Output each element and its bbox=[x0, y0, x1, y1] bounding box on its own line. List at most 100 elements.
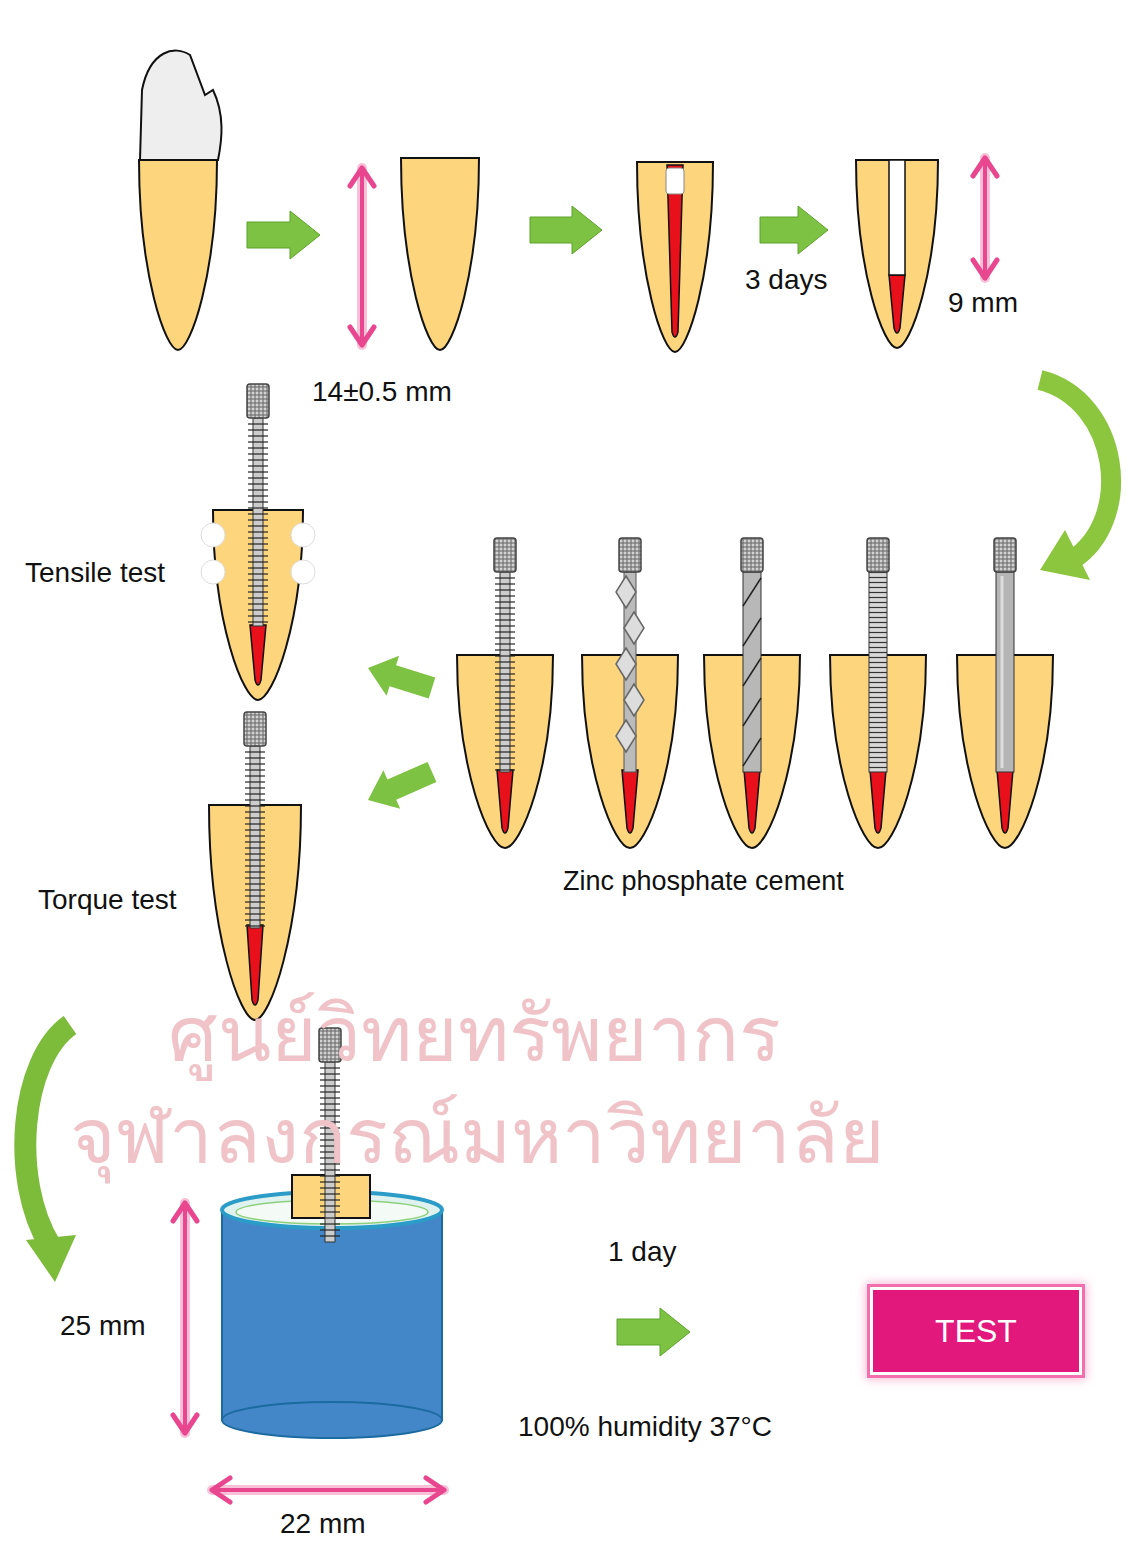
post-thread bbox=[248, 441, 268, 442]
post-thread bbox=[248, 567, 268, 568]
result-box: TEST bbox=[870, 1287, 1082, 1375]
annotation-label: 22 mm bbox=[280, 1508, 366, 1540]
post-thread bbox=[495, 643, 515, 644]
post-thread bbox=[245, 757, 265, 758]
curved-flow-arrowhead bbox=[26, 1235, 76, 1282]
process-arrow bbox=[362, 648, 439, 708]
root-filling bbox=[250, 625, 266, 685]
post-thread bbox=[248, 543, 268, 544]
post-thread bbox=[245, 805, 265, 806]
post-thread bbox=[245, 919, 265, 920]
annotation-label: 3 days bbox=[745, 264, 828, 296]
dimension-glow bbox=[357, 168, 367, 345]
post-thread bbox=[320, 1181, 340, 1182]
post-thread bbox=[245, 817, 265, 818]
post-thread bbox=[495, 583, 515, 584]
dimension-arrowhead bbox=[973, 260, 997, 278]
root-filling bbox=[997, 770, 1013, 833]
temporary-filling bbox=[666, 168, 684, 194]
post-thread bbox=[245, 853, 265, 854]
post-thread bbox=[495, 727, 515, 728]
post-thread bbox=[495, 667, 515, 668]
post-thread bbox=[495, 577, 515, 578]
post-thread bbox=[495, 631, 515, 632]
annotation-label: Tensile test bbox=[25, 557, 165, 589]
post-thread bbox=[248, 615, 268, 616]
root-filling bbox=[889, 275, 905, 333]
post-groove bbox=[743, 578, 761, 606]
dimension-line bbox=[360, 168, 364, 345]
serrated-post bbox=[869, 572, 887, 772]
post-thread bbox=[495, 733, 515, 734]
post-thread bbox=[248, 609, 268, 610]
root-filling bbox=[622, 770, 638, 833]
process-arrow bbox=[617, 1308, 690, 1356]
post-thread bbox=[248, 573, 268, 574]
post-thread bbox=[245, 781, 265, 782]
dimension-glow bbox=[180, 1203, 190, 1433]
post-thread bbox=[245, 883, 265, 884]
post-head bbox=[994, 538, 1016, 572]
post-thread bbox=[245, 841, 265, 842]
post-head bbox=[494, 538, 516, 572]
post-groove bbox=[743, 618, 761, 646]
post-head bbox=[867, 538, 889, 572]
process-arrow bbox=[247, 211, 320, 259]
curved-flow-arrow bbox=[25, 1025, 70, 1245]
post-thread bbox=[495, 589, 515, 590]
annotation-label: Zinc phosphate cement bbox=[563, 866, 844, 897]
post-groove bbox=[743, 738, 761, 766]
post-retention-diamond bbox=[616, 720, 636, 752]
post-retention-diamond bbox=[616, 576, 636, 608]
post-thread bbox=[495, 679, 515, 680]
process-arrow bbox=[760, 206, 828, 254]
post-thread bbox=[320, 1235, 340, 1236]
post-thread bbox=[320, 1205, 340, 1206]
post-thread bbox=[248, 555, 268, 556]
tooth-crown bbox=[140, 51, 222, 160]
post-thread bbox=[248, 483, 268, 484]
post-thread bbox=[495, 739, 515, 740]
grip-hole bbox=[291, 523, 315, 547]
post-thread bbox=[248, 465, 268, 466]
post-thread bbox=[245, 847, 265, 848]
post-thread bbox=[245, 865, 265, 866]
dimension-line bbox=[183, 1203, 187, 1433]
root-filling bbox=[744, 770, 760, 833]
post-thread bbox=[245, 823, 265, 824]
post-thread bbox=[248, 531, 268, 532]
dimension-arrowhead bbox=[973, 158, 997, 176]
post-thread bbox=[248, 453, 268, 454]
post-thread bbox=[495, 715, 515, 716]
curved-flow-arrowhead bbox=[1040, 530, 1090, 580]
post-thread bbox=[320, 1211, 340, 1212]
post-thread bbox=[248, 507, 268, 508]
post-groove bbox=[743, 658, 761, 686]
post-thread bbox=[245, 829, 265, 830]
post-thread bbox=[245, 793, 265, 794]
post-thread bbox=[245, 811, 265, 812]
threaded-post bbox=[253, 418, 263, 626]
smooth-post bbox=[996, 572, 1014, 772]
dimension-line bbox=[983, 158, 987, 278]
dimension-arrowhead bbox=[350, 168, 374, 186]
post-thread bbox=[495, 697, 515, 698]
post-thread bbox=[245, 877, 265, 878]
post-retention-diamond bbox=[624, 684, 644, 716]
post-thread bbox=[248, 591, 268, 592]
grip-hole bbox=[291, 560, 315, 584]
post-thread bbox=[248, 537, 268, 538]
tooth-root bbox=[401, 158, 479, 350]
post-thread bbox=[495, 625, 515, 626]
post-thread bbox=[248, 447, 268, 448]
post-thread bbox=[495, 607, 515, 608]
post-thread bbox=[495, 661, 515, 662]
post-thread bbox=[245, 913, 265, 914]
post-thread bbox=[245, 835, 265, 836]
post-thread bbox=[495, 721, 515, 722]
post-thread bbox=[245, 901, 265, 902]
root-filling bbox=[667, 165, 683, 337]
post-thread bbox=[245, 895, 265, 896]
post-thread bbox=[320, 1223, 340, 1224]
post-thread bbox=[248, 501, 268, 502]
